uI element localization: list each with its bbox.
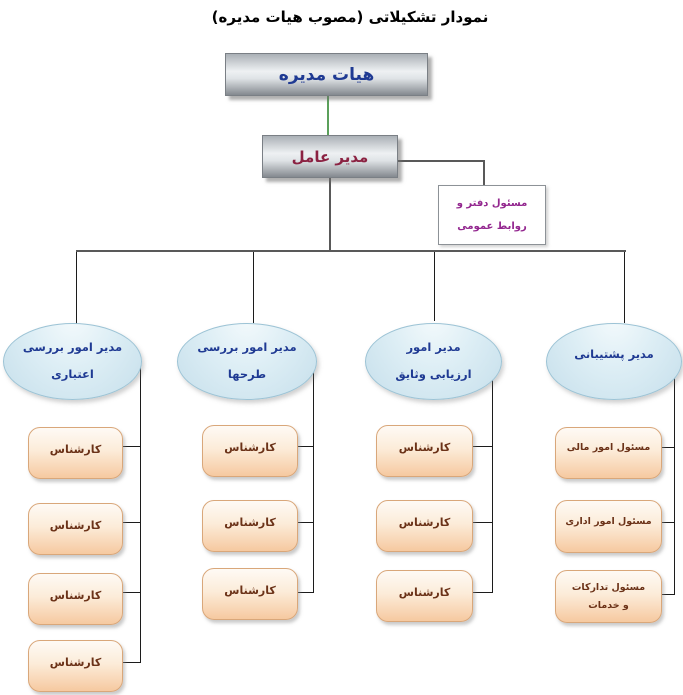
node-label: کارشناس: [49, 655, 102, 669]
connector-bus: [76, 250, 626, 252]
node-expert: کارشناس: [28, 503, 123, 555]
connector-drop-1: [76, 252, 77, 325]
node-label-line2: روابط عمومی: [457, 221, 527, 232]
node-financial-affairs-officer: مسئول امور مالی: [555, 427, 662, 479]
connector-col3-spine: [492, 370, 493, 593]
node-label-line2: و خدمات: [588, 600, 629, 611]
connector-ceo-bus: [329, 178, 331, 252]
connector-board-ceo: [327, 96, 329, 135]
connector-drop-2: [253, 252, 254, 323]
node-label: کارشناس: [398, 585, 451, 599]
node-label: کارشناس: [49, 518, 102, 532]
connector-stub: [123, 446, 141, 447]
connector-stub: [662, 447, 675, 448]
node-label: کارشناس: [398, 515, 451, 529]
node-expert: کارشناس: [376, 570, 473, 622]
node-label-line1: مسئول تدارکات: [571, 582, 646, 593]
node-administrative-affairs-officer: مسئول امور اداری: [555, 500, 662, 553]
connector-stub: [662, 522, 675, 523]
node-board-of-directors: هیات مدیره: [225, 53, 428, 96]
node-office-public-relations: مسئول دفتر و روابط عمومی: [438, 185, 546, 245]
node-managing-director: مدیر عامل: [262, 135, 398, 178]
node-label: هیات مدیره: [278, 64, 375, 85]
connector-ceo-office-v: [483, 160, 485, 186]
connector-drop-4: [624, 252, 625, 323]
connector-col2-spine: [313, 366, 314, 593]
node-expert: کارشناس: [202, 568, 298, 620]
connector-stub: [298, 446, 314, 447]
connector-stub: [298, 522, 314, 523]
node-label-line1: مدیر پشتیبانی: [574, 347, 654, 362]
node-manager-collateral-evaluation: مدیر امور ارزیابی وثایق: [365, 323, 502, 400]
node-procurement-services-officer: مسئول تدارکات و خدمات: [555, 570, 662, 623]
node-manager-project-review: مدیر امور بررسی طرحها: [177, 323, 317, 400]
node-expert: کارشناس: [376, 425, 473, 477]
node-label: کارشناس: [224, 440, 276, 454]
node-expert: کارشناس: [202, 425, 298, 477]
node-label-line2: ارزیابی وثایق: [395, 367, 472, 381]
node-manager-credit-review: مدیر امور بررسی اعتباری: [3, 323, 142, 400]
node-label-line1: مسئول دفتر و: [456, 198, 528, 209]
connector-ceo-office-h: [397, 160, 484, 162]
node-expert: کارشناس: [28, 427, 123, 479]
node-label-line1: مسئول امور مالی: [566, 442, 651, 454]
connector-drop-3: [434, 252, 435, 321]
node-label: کارشناس: [398, 440, 451, 454]
connector-col4-spine: [674, 374, 675, 595]
node-label: کارشناس: [224, 515, 276, 529]
connector-stub: [473, 446, 493, 447]
node-expert: کارشناس: [376, 500, 473, 552]
node-label: کارشناس: [49, 588, 102, 602]
node-expert: کارشناس: [28, 573, 123, 625]
connector-stub: [123, 662, 141, 663]
connector-stub: [473, 522, 493, 523]
connector-stub: [123, 522, 141, 523]
node-label: کارشناس: [49, 442, 102, 456]
connector-stub: [123, 592, 141, 593]
connector-stub: [473, 592, 493, 593]
node-label-line1: مدیر امور: [406, 340, 461, 355]
connector-stub: [298, 592, 314, 593]
node-label-line1: مسئول امور اداری: [565, 515, 652, 527]
node-label-line1: مدیر امور بررسی: [197, 340, 297, 355]
node-expert: کارشناس: [28, 640, 123, 692]
node-label-line2: طرحها: [227, 367, 267, 381]
chart-title: نمودار تشکیلاتی (مصوب هیات مدیره): [211, 8, 489, 26]
node-label-line2: اعتباری: [51, 367, 94, 381]
node-label-line1: مدیر امور بررسی: [22, 340, 123, 355]
node-expert: کارشناس: [202, 500, 298, 552]
connector-stub: [662, 594, 675, 595]
node-label: مدیر عامل: [291, 147, 369, 166]
node-manager-support: مدیر پشتیبانی: [546, 323, 682, 400]
node-label: کارشناس: [224, 583, 276, 597]
connector-col1-spine: [140, 366, 141, 663]
